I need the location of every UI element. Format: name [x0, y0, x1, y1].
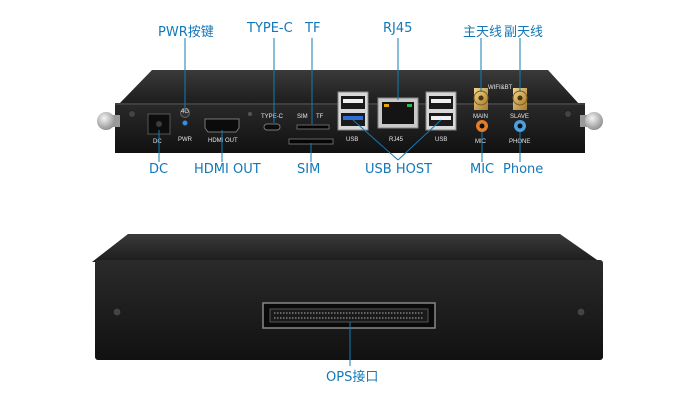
- io-device: DC 4G PWR HDMI OUT TYPE-C SIM TF USB RJ4…: [97, 70, 603, 153]
- ops-device: [92, 234, 603, 360]
- sim-port-label: SIM: [297, 114, 308, 120]
- thumb-screw-left: [97, 112, 115, 130]
- tf-slot: [296, 124, 330, 130]
- usb-left-label: USB: [346, 137, 358, 143]
- panel-screw-right: [564, 110, 572, 118]
- pwr-port-label: PWR: [178, 137, 193, 143]
- mic-port-label: MIC: [475, 139, 487, 145]
- hdmi-port: [204, 118, 240, 133]
- callout-mic: MIC: [470, 162, 495, 177]
- dc-port-label: DC: [153, 139, 162, 145]
- callout-main-antenna: 主天线: [463, 25, 503, 40]
- callout-ops-interface: OPS接口: [326, 370, 379, 385]
- callout-slave-antenna: 副天线: [504, 25, 544, 40]
- ops-screw-left: [112, 307, 122, 317]
- led-4g-label: 4G: [181, 109, 189, 115]
- leader-lines: [158, 38, 521, 162]
- ops-connector-pins: [274, 312, 424, 319]
- ops-chassis-top: [92, 234, 600, 262]
- main-antenna-label: MAIN: [473, 114, 488, 120]
- type-c-port: [263, 123, 281, 131]
- usb-right-label: USB: [435, 137, 447, 143]
- callout-pwr-button: PWR按键: [158, 25, 214, 40]
- tf-port-label: TF: [316, 114, 324, 120]
- rj45-port-label: RJ45: [389, 137, 404, 143]
- hdmi-port-label: HDMI OUT: [208, 138, 238, 144]
- callout-phone: Phone: [503, 162, 544, 177]
- callout-type-c: TYPE-C: [247, 21, 293, 36]
- panel-screw-left: [128, 110, 136, 118]
- callout-dc: DC: [149, 162, 169, 177]
- thumb-screw-right: [585, 112, 603, 130]
- wifi-bt-label: WIFI&BT: [488, 85, 513, 91]
- slave-antenna-label: SLAVE: [510, 114, 529, 120]
- ops-screw-right: [576, 307, 586, 317]
- callout-tf: TF: [305, 21, 321, 36]
- callout-usb-host: USB HOST: [365, 162, 433, 177]
- pwr-led: [182, 120, 188, 126]
- callout-rj45: RJ45: [383, 21, 413, 36]
- callout-sim: SIM: [297, 162, 321, 177]
- chassis-top: [118, 70, 580, 105]
- type-c-port-label: TYPE-C: [261, 114, 284, 120]
- callout-hdmi-out: HDMI OUT: [194, 162, 261, 177]
